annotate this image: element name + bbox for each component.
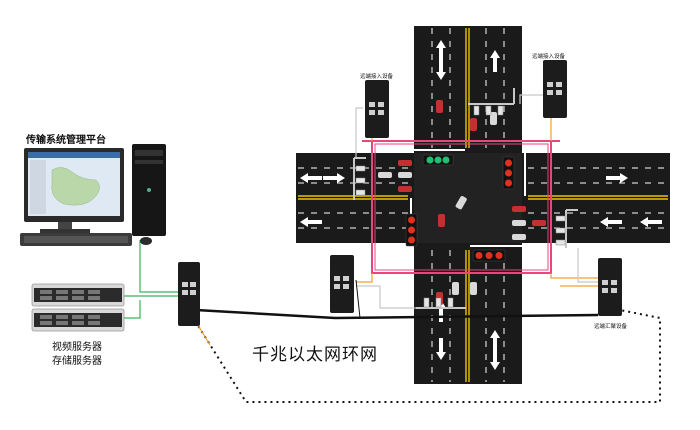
dotted-ring-path — [191, 309, 661, 403]
pink-ring — [362, 140, 560, 274]
management-computer — [20, 144, 166, 246]
car-icon — [378, 172, 392, 178]
cctv-camera-icon — [355, 189, 366, 196]
video-server-label: 视频服务器 — [52, 342, 102, 353]
storage-server-label: 存储服务器 — [52, 356, 102, 367]
cctv-camera-icon — [555, 215, 566, 222]
cctv-camera-icon — [497, 105, 504, 116]
remote-access-right-label: 远端接入设备 — [532, 54, 566, 60]
core-switch — [178, 262, 200, 326]
arrow-up-icon — [490, 330, 500, 352]
cctv-camera-icon — [555, 239, 566, 246]
car-icon — [470, 282, 477, 295]
traffic-signal-icon — [502, 156, 515, 190]
cameras — [355, 105, 566, 308]
remote-aggregation-label: 远端汇聚设备 — [594, 324, 628, 330]
car-icon — [512, 220, 526, 226]
car-icon — [398, 172, 412, 178]
road-arrows — [300, 40, 662, 370]
camera-gantries — [353, 88, 578, 309]
map-icon — [51, 167, 100, 206]
car-icon — [470, 118, 477, 131]
cctv-camera-icon — [355, 165, 366, 172]
traffic-signal-icon — [405, 213, 418, 247]
car-icon — [452, 282, 459, 295]
arrow-left-icon — [640, 217, 662, 227]
intersection-roads — [296, 26, 670, 384]
industrial-switch-icon — [543, 60, 567, 118]
storage-server — [31, 308, 125, 332]
remote-aggregation-switch — [598, 258, 622, 316]
cctv-camera-icon — [447, 297, 454, 308]
arrow-left-icon — [300, 217, 322, 227]
traffic-signal-icon — [422, 154, 454, 166]
car-icon — [398, 186, 412, 192]
arrow-right-icon — [606, 173, 628, 183]
arrow-up-icon — [436, 40, 446, 62]
video-server — [31, 283, 125, 307]
management-platform-label: 传输系统管理平台 — [26, 135, 106, 146]
industrial-switch-icon — [598, 258, 622, 316]
traffic-signal-icon — [472, 249, 506, 262]
car-icon — [398, 160, 412, 166]
arrow-down-icon — [436, 58, 446, 80]
arrow-right-icon — [323, 173, 345, 183]
arrow-up-icon — [490, 50, 500, 72]
car-icon — [455, 196, 467, 210]
mouse-icon — [140, 237, 152, 245]
cctv-camera-icon — [435, 297, 442, 308]
arrow-down-icon — [490, 348, 500, 370]
traffic-signals — [405, 154, 515, 262]
industrial-switch-icon — [365, 80, 389, 138]
gigabit-ring-label: 千兆以太网环网 — [252, 345, 378, 365]
car-icon — [438, 214, 445, 227]
car-icon — [512, 234, 526, 240]
industrial-switch-icon — [178, 262, 200, 326]
cctv-camera-icon — [555, 227, 566, 234]
car-icon — [532, 220, 546, 226]
remote-access-switch-left — [365, 80, 389, 138]
arrow-left-icon — [300, 173, 322, 183]
remote-access-left-label: 远端接入设备 — [360, 74, 394, 80]
remote-access-switch-right — [543, 60, 567, 118]
car-icon — [512, 206, 526, 212]
cctv-camera-icon — [423, 297, 430, 308]
car-icon — [490, 112, 497, 125]
cctv-camera-icon — [355, 177, 366, 184]
cctv-camera-icon — [473, 105, 480, 116]
industrial-switch-icon — [330, 255, 354, 313]
car-icon — [436, 100, 443, 113]
arrow-left-icon — [600, 217, 622, 227]
remote-access-switch-bottom-left — [330, 255, 354, 313]
cctv-camera-icon — [485, 105, 492, 116]
arrow-down-icon — [436, 338, 446, 360]
